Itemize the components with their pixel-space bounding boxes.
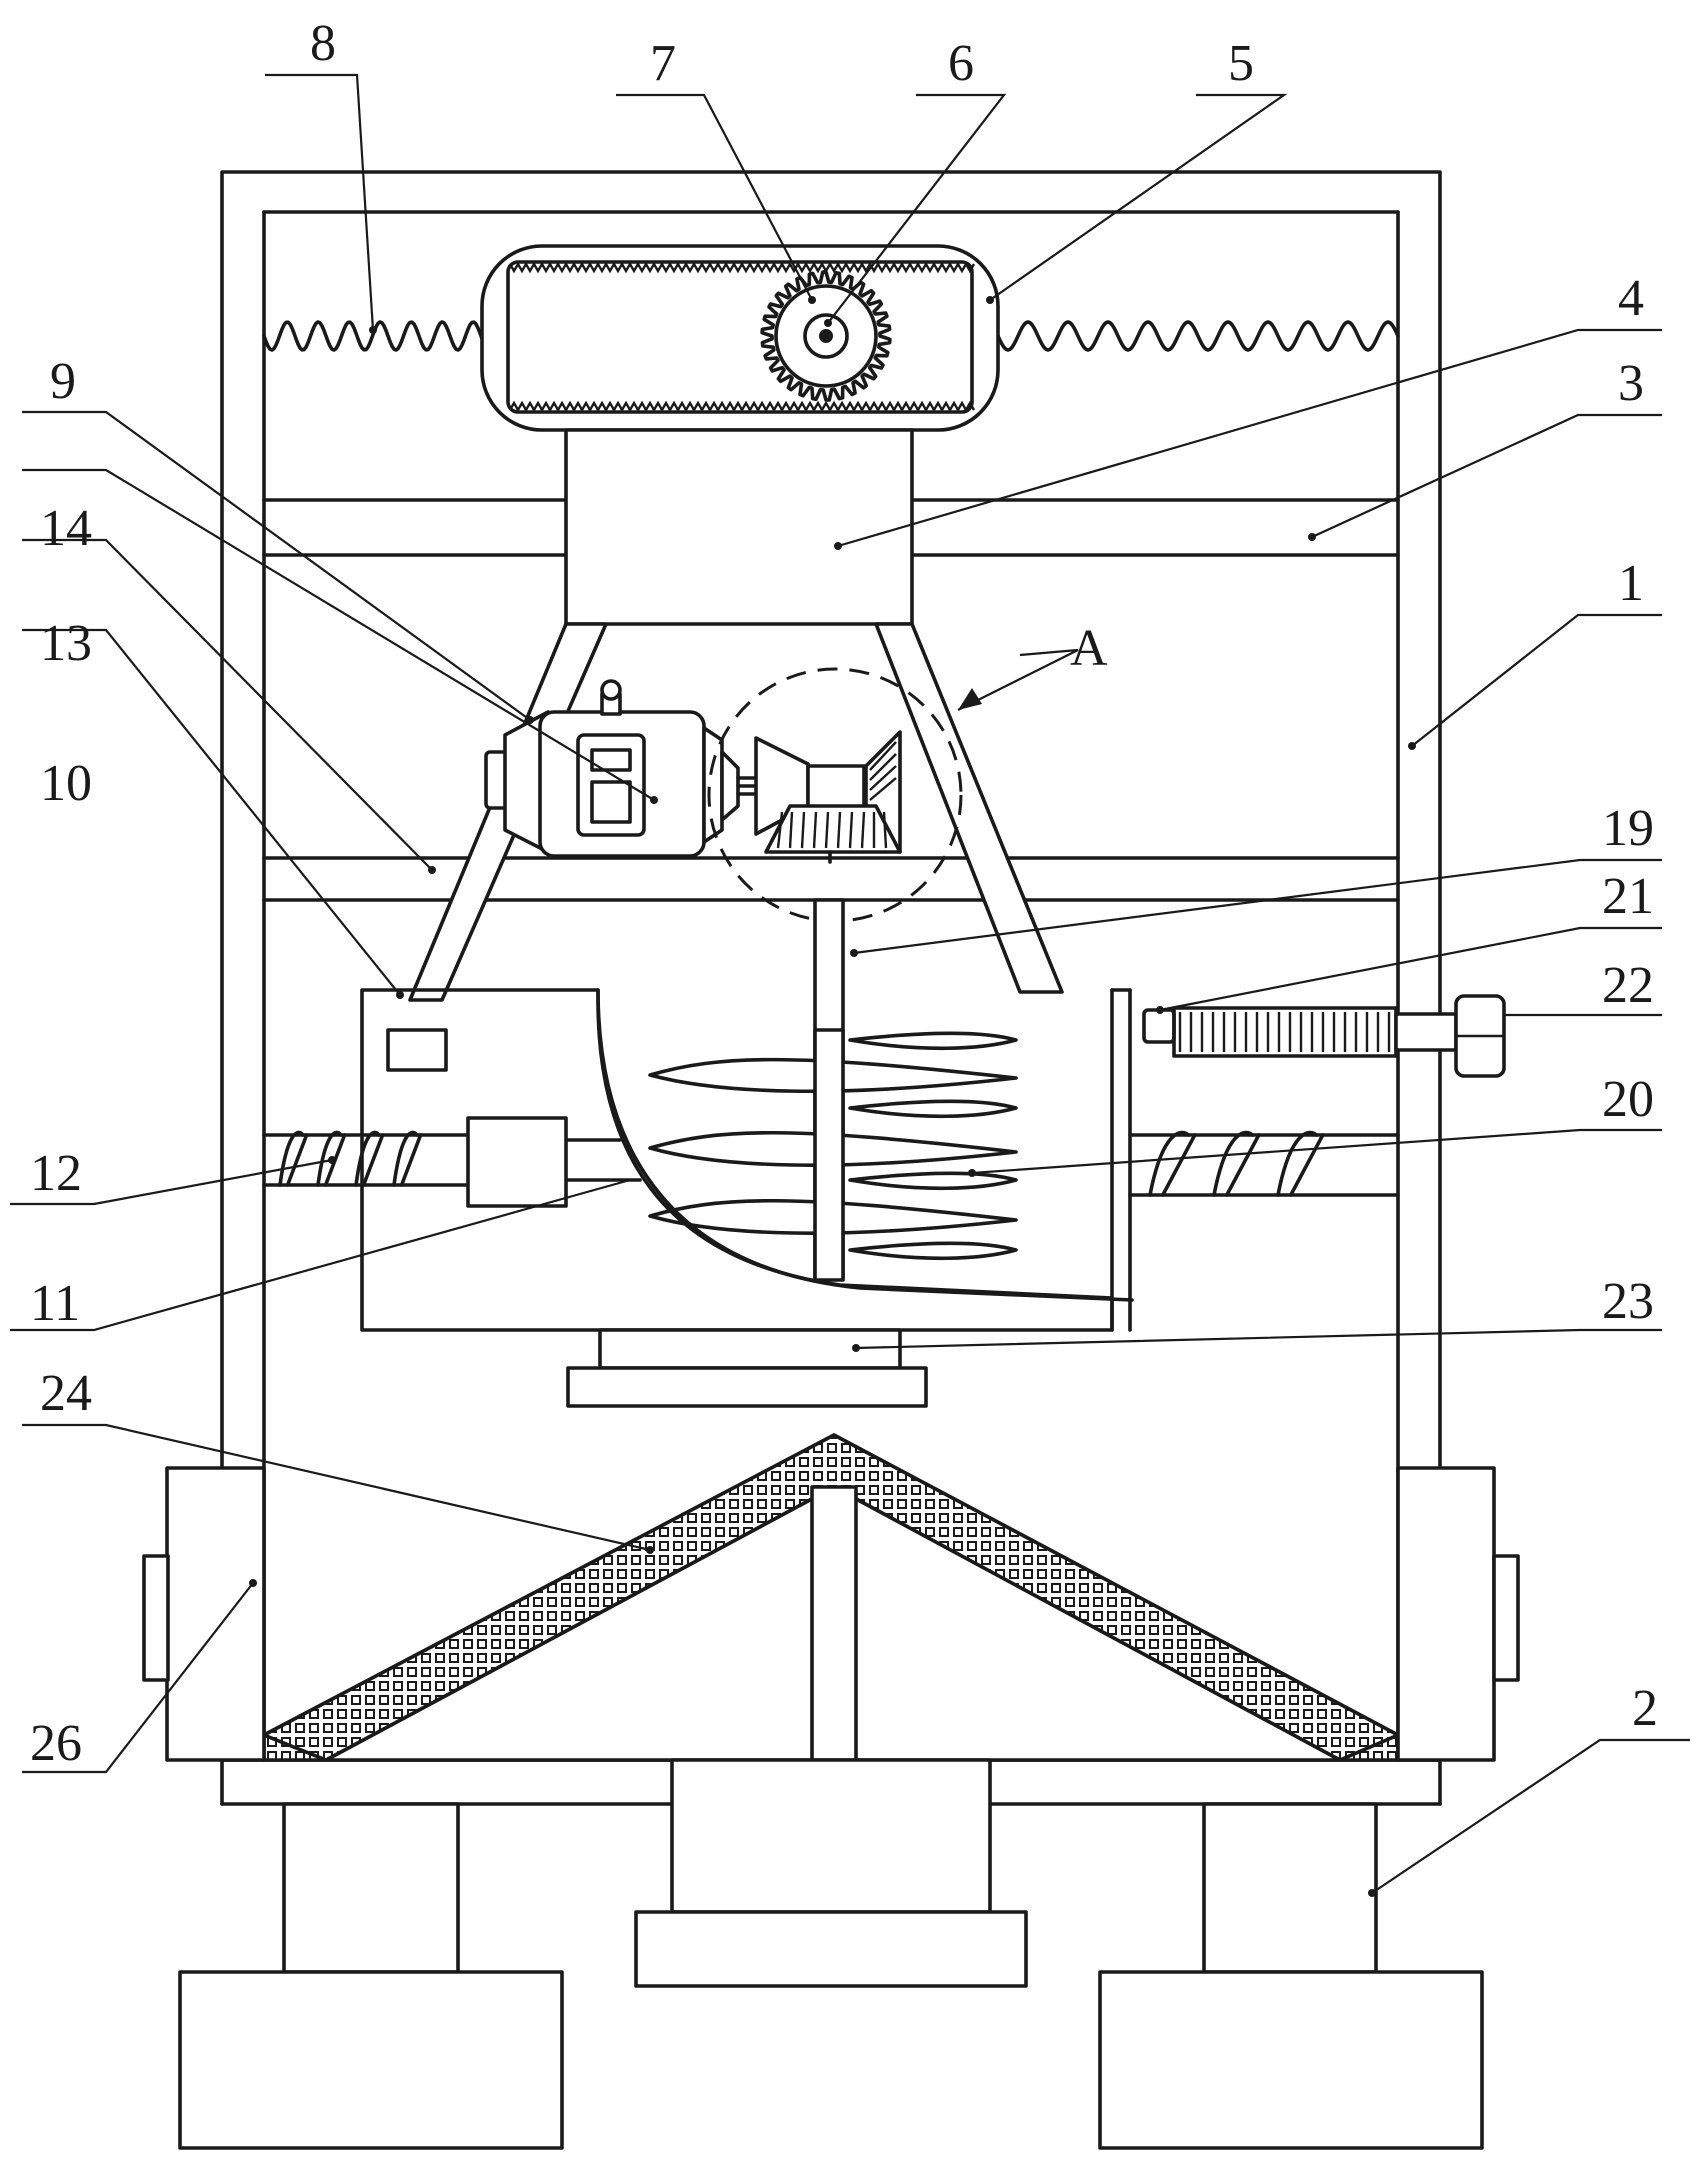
mixing-box (360, 988, 1134, 1332)
adjusting-bolt (1394, 994, 1506, 1078)
bearing-base (566, 1328, 928, 1408)
tension-spring (1142, 1006, 1398, 1058)
motor (484, 679, 762, 858)
support-feet (178, 1758, 1484, 2150)
label-14: 14 (40, 500, 92, 557)
leader-lines (10, 73, 1690, 1894)
label-24: 24 (40, 1365, 92, 1422)
label-19: 19 (1602, 800, 1654, 857)
slider-block (564, 428, 914, 626)
label-22: 22 (1602, 957, 1654, 1014)
label-20: 20 (1602, 1071, 1654, 1128)
rack-housing (480, 244, 1000, 432)
label-3: 3 (1618, 355, 1644, 412)
side-blocks (142, 1466, 1520, 1762)
reference-labels: 8 7 6 5 4 3 1 A 9 14 13 10 19 21 22 20 1… (30, 15, 1658, 1772)
stirring-blades (648, 1028, 1018, 1282)
spring-right (996, 320, 1400, 352)
label-23: 23 (1602, 1273, 1654, 1330)
lower-rail (262, 856, 1400, 902)
label-A: A (1070, 620, 1108, 677)
label-21: 21 (1602, 868, 1654, 925)
spring-left (262, 320, 484, 352)
label-7: 7 (650, 35, 676, 92)
label-12: 12 (30, 1145, 82, 1202)
upper-rail (262, 498, 1400, 557)
label-10: 10 (40, 755, 92, 812)
bevel-gear-assembly (707, 667, 963, 923)
label-11: 11 (30, 1275, 80, 1332)
detail-arrowhead (958, 688, 982, 710)
screen-cone (259, 1432, 1403, 1762)
label-13: 13 (40, 615, 92, 672)
leader-dots (249, 296, 1416, 1897)
label-8: 8 (310, 15, 336, 72)
label-4: 4 (1618, 270, 1644, 327)
drive-gear (760, 270, 892, 402)
label-1: 1 (1618, 555, 1644, 612)
label-5: 5 (1228, 35, 1254, 92)
label-9: 9 (50, 353, 76, 410)
screw-nut (466, 1116, 568, 1208)
label-26: 26 (30, 1715, 82, 1772)
lead-screw (262, 1130, 1400, 1197)
label-6: 6 (948, 35, 974, 92)
label-2: 2 (1632, 1680, 1658, 1737)
